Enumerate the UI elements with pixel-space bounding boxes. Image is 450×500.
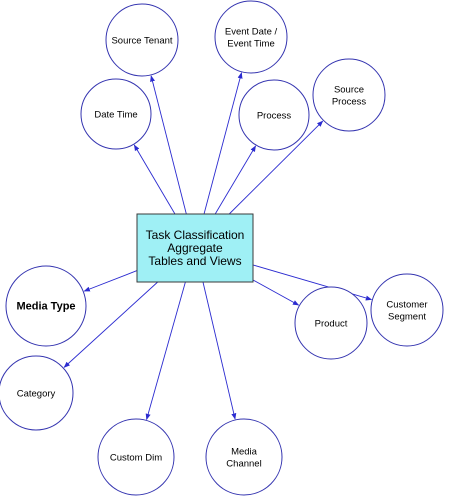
node-label: Segment	[388, 312, 426, 323]
node-circle	[214, 0, 288, 74]
node-source-tenant[interactable]: Source Tenant	[105, 3, 179, 77]
node-label: Process	[332, 97, 367, 108]
node-label: Event Time	[227, 39, 275, 50]
node-circle	[312, 58, 386, 132]
node-label: Event Date /	[225, 27, 278, 38]
edge-to-source-process	[228, 120, 324, 215]
node-circle	[370, 273, 444, 347]
node-date-time[interactable]: Date Time	[80, 78, 152, 150]
node-category[interactable]: Category	[0, 355, 74, 431]
node-process[interactable]: Process	[238, 79, 310, 151]
center-box	[136, 213, 254, 283]
node-circle	[80, 78, 152, 150]
edge-to-product	[252, 279, 300, 306]
center-label: Aggregate	[167, 241, 223, 255]
edge-to-date-time	[133, 144, 176, 215]
node-label: Source Tenant	[111, 36, 172, 47]
node-circle	[105, 3, 179, 77]
node-label: Channel	[226, 459, 261, 470]
node-label: Product	[315, 319, 348, 330]
node-media-type[interactable]: Media Type	[5, 265, 87, 347]
node-circle	[97, 418, 175, 496]
edge-to-media-type	[83, 270, 138, 292]
node-label: Customer	[386, 300, 427, 311]
center-label: Tables and Views	[148, 254, 241, 268]
node-circle	[5, 265, 87, 347]
edge-to-event-date	[203, 72, 243, 215]
node-event-date[interactable]: Event Date /Event Time	[214, 0, 288, 74]
edge-to-source-tenant	[150, 75, 187, 215]
node-product[interactable]: Product	[294, 286, 368, 360]
node-custom-dim[interactable]: Custom Dim	[97, 418, 175, 496]
node-circle	[0, 355, 74, 431]
node-circle	[238, 79, 310, 151]
node-label: Media Type	[16, 301, 75, 313]
node-circle	[294, 286, 368, 360]
node-label: Custom Dim	[110, 453, 162, 464]
node-circle	[205, 418, 283, 496]
edge-to-media-channel	[202, 281, 237, 420]
edge-to-category	[63, 281, 159, 368]
node-label: Media	[231, 447, 258, 458]
node-label: Date Time	[94, 110, 137, 121]
edge-to-custom-dim	[145, 281, 186, 421]
node-label: Category	[17, 389, 56, 400]
node-label: Source	[334, 85, 364, 96]
center-label: Task Classification	[146, 228, 245, 242]
node-label: Process	[257, 111, 292, 122]
edge-to-process	[214, 145, 257, 215]
